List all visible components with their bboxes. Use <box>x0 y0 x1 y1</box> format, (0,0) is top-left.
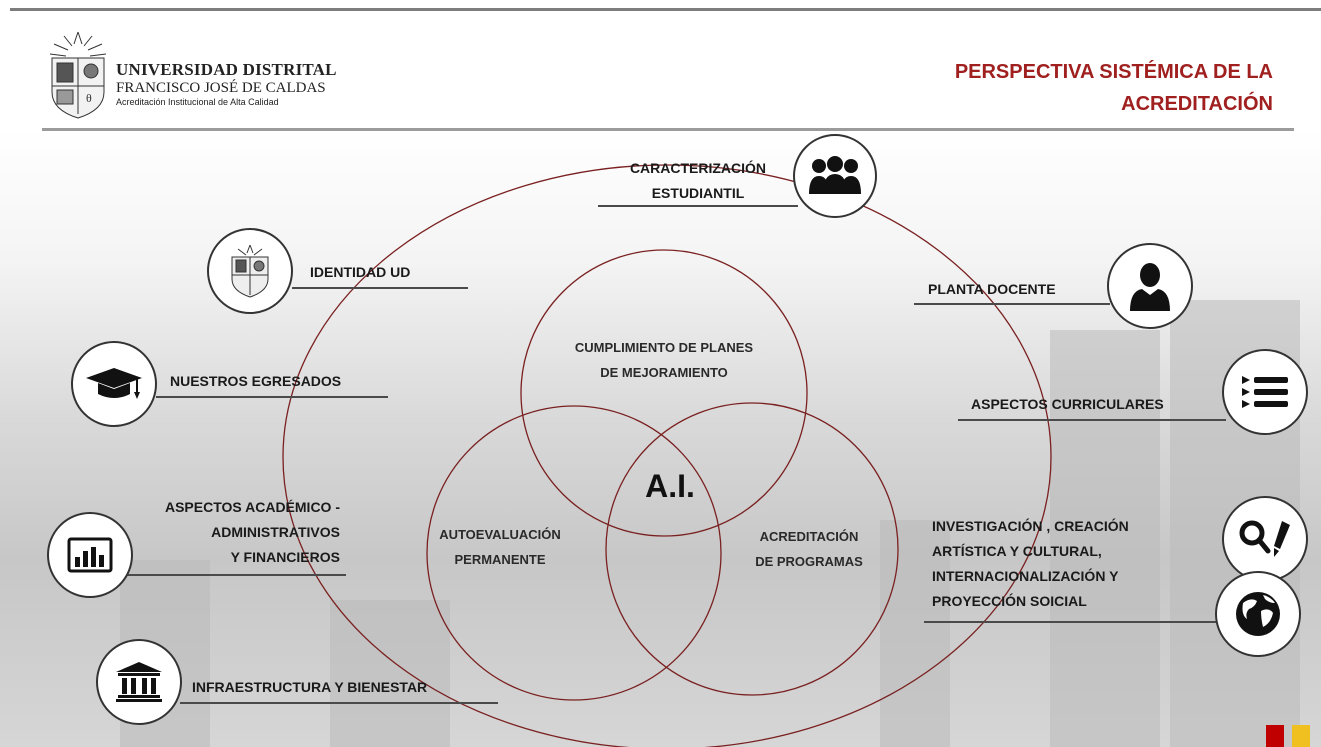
institution-line2: FRANCISCO JOSÉ DE CALDAS <box>116 80 326 96</box>
inner-text-top: CUMPLIMIENTO DE PLANES DE MEJORAMIENTO <box>574 340 754 380</box>
inner-circle-left <box>426 405 722 701</box>
bar-chart-icon <box>47 512 133 598</box>
title-line2: ACREDITACIÓN <box>1121 93 1273 115</box>
inner-circle-right <box>605 402 899 696</box>
underline-infraestructura <box>180 702 498 704</box>
page-title: PERSPECTIVA SISTÉMICA DE LA ACREDITACIÓN <box>853 56 1273 120</box>
inner-text-right: ACREDITACIÓN DE PROGRAMAS <box>755 529 863 569</box>
title-line1: PERSPECTIVA SISTÉMICA DE LA <box>954 61 1273 83</box>
label-investigacion: INVESTIGACIÓN , CREACIÓN ARTÍSTICA Y CUL… <box>932 518 1129 609</box>
outer-circle <box>282 164 1052 747</box>
underline-identidad <box>292 287 468 289</box>
top-border <box>10 8 1321 11</box>
inner-circle-top <box>520 249 808 537</box>
institution-line1: UNIVERSIDAD DISTRITAL <box>116 60 337 79</box>
svg-text:θ: θ <box>86 91 92 105</box>
search-pen-icon <box>1222 496 1308 582</box>
background-building <box>330 600 450 747</box>
university-crest-logo: θ <box>49 31 107 119</box>
underline-investigacion <box>924 621 1216 623</box>
graduation-cap-icon <box>71 341 157 427</box>
institution-name: UNIVERSIDAD DISTRITAL FRANCISCO JOSÉ DE … <box>116 60 337 107</box>
label-planta: PLANTA DOCENTE <box>928 281 1056 297</box>
ai-center-label: A.I. <box>645 468 695 504</box>
label-caracterizacion: CARACTERIZACIÓN ESTUDIANTIL <box>629 160 767 201</box>
label-egresados: NUESTROS EGRESADOS <box>170 373 342 389</box>
accent-square-red <box>1266 725 1284 747</box>
university-crest-icon <box>207 228 293 314</box>
underline-planta <box>914 303 1110 305</box>
person-silhouette-icon <box>1107 243 1193 329</box>
institution-line3: Acreditación Institucional de Alta Calid… <box>116 97 279 107</box>
label-infraestructura: INFRAESTRUCTURA Y BIENESTAR <box>192 679 428 695</box>
label-academico: ASPECTOS ACADÉMICO - ADMINISTRATIVOS Y F… <box>164 499 340 565</box>
underline-caracterizacion <box>598 205 798 207</box>
users-group-icon <box>793 134 877 218</box>
background-building <box>880 520 950 747</box>
background-building <box>1050 330 1160 747</box>
accent-square-yellow <box>1292 725 1310 747</box>
header-divider <box>42 128 1294 131</box>
label-identidad: IDENTIDAD UD <box>310 264 411 280</box>
institution-building-icon <box>96 639 182 725</box>
label-curriculares: ASPECTOS CURRICULARES <box>971 396 1164 412</box>
list-icon <box>1222 349 1308 435</box>
inner-text-left: AUTOEVALUACIÓN PERMANENTE <box>439 527 561 567</box>
underline-curriculares <box>958 419 1226 421</box>
underline-egresados <box>156 396 388 398</box>
underline-academico <box>120 574 346 576</box>
globe-icon <box>1215 571 1301 657</box>
